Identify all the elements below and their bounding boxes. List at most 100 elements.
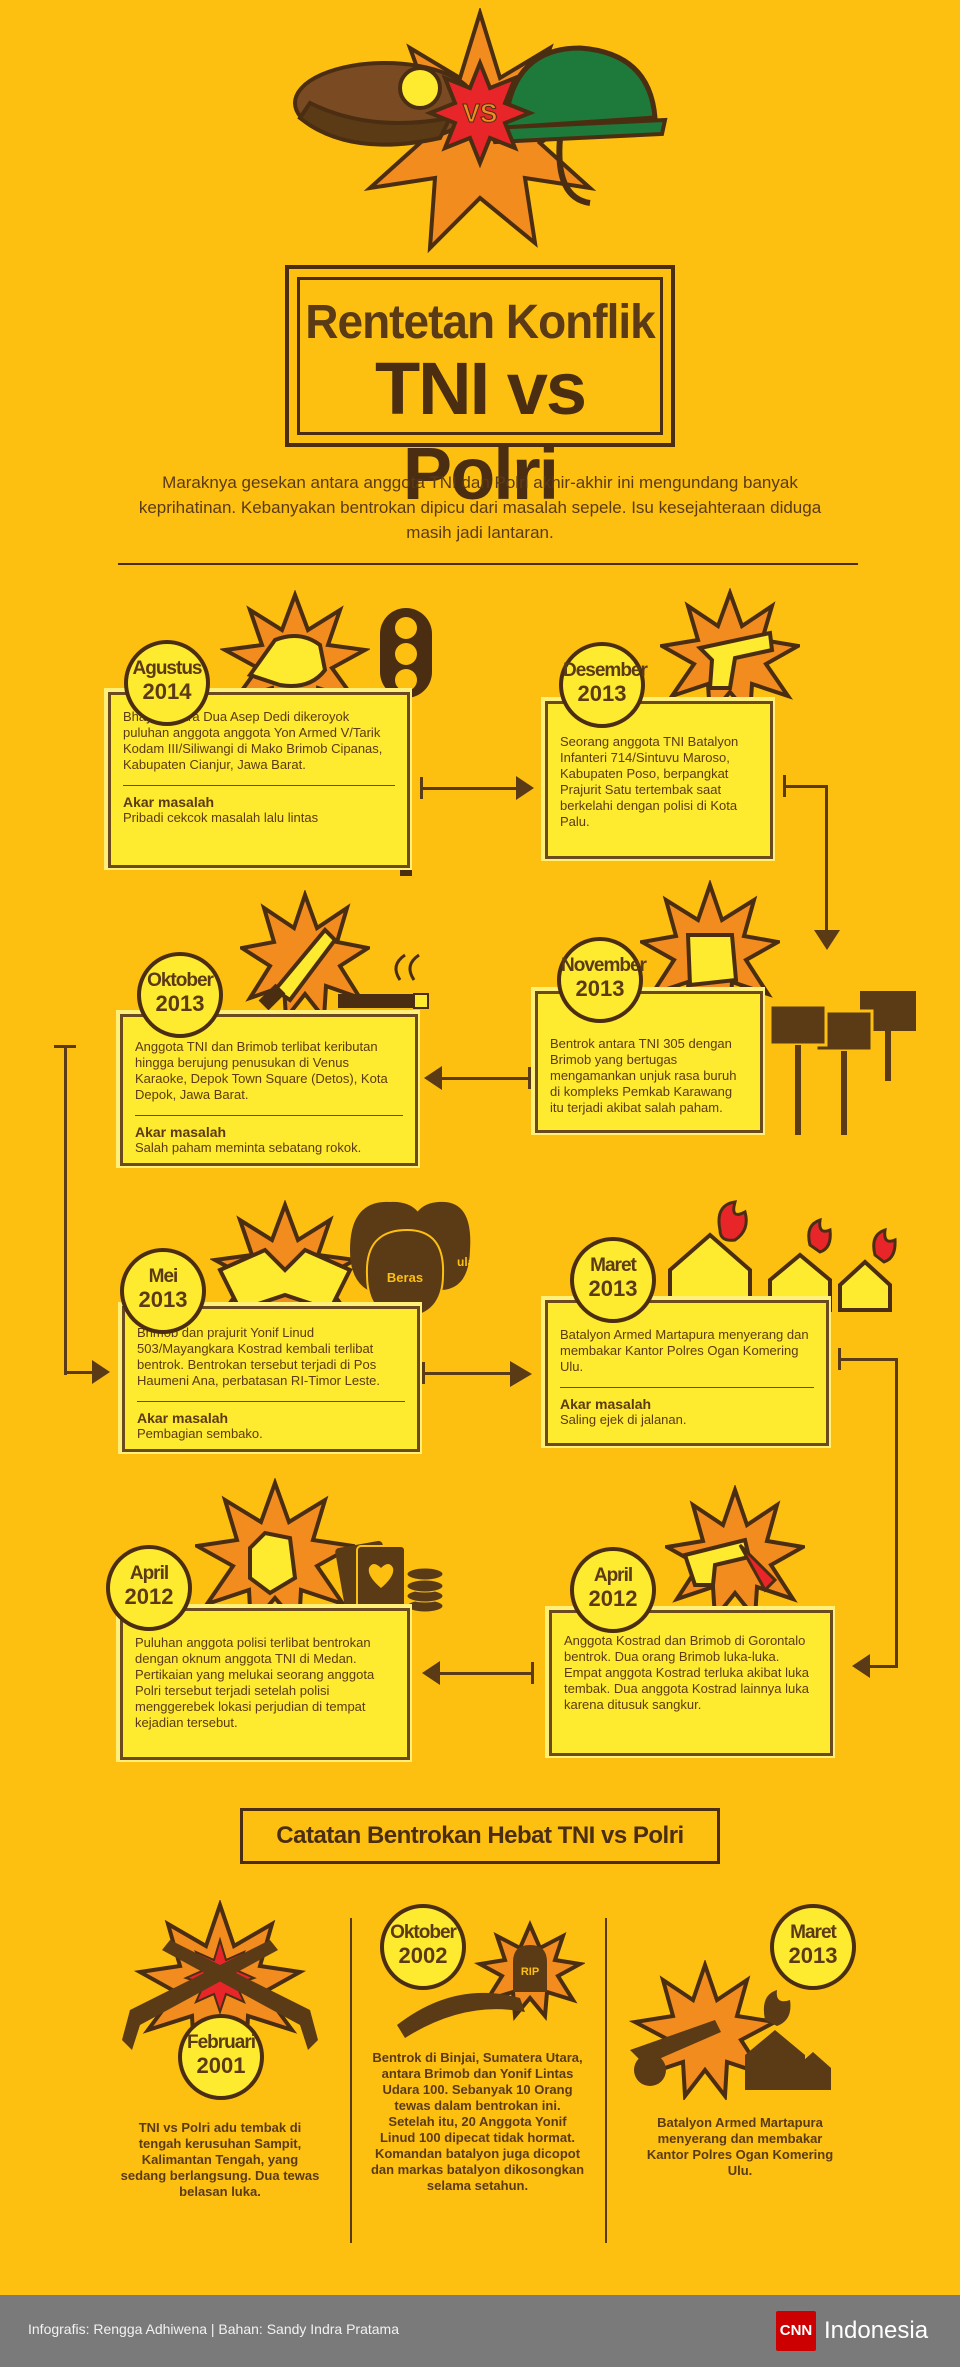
army-helmet-icon xyxy=(487,45,668,206)
column-divider xyxy=(350,1918,352,2243)
intro-text: Maraknya gesekan antara anggota TNI dan … xyxy=(138,473,822,542)
title-line-1: Rentetan Konflik xyxy=(305,293,655,349)
date-badge: Oktober 2013 xyxy=(137,952,223,1038)
notable-heading: Catatan Bentrokan Hebat TNI vs Polri xyxy=(276,1822,684,1849)
date-badge: November 2013 xyxy=(557,937,647,1023)
sack-label-2: ula xyxy=(457,1255,475,1269)
event-text: Anggota TNI dan Brimob terlibat keributa… xyxy=(135,1039,388,1102)
cause-label: Akar masalah xyxy=(123,794,215,810)
notable-heading-box: Catatan Bentrokan Hebat TNI vs Polri xyxy=(240,1808,720,1864)
cause-label: Akar masalah xyxy=(137,1410,229,1426)
badge-month: Desember xyxy=(563,660,648,681)
rice-sacks-icon: ula Beras xyxy=(350,1201,475,1320)
event-card-november-2013: Bentrok antara TNI 305 dengan Brimob yan… xyxy=(535,991,763,1133)
card-divider xyxy=(137,1401,405,1402)
event-card-desember-2013: Seorang anggota TNI Batalyon Infanteri 7… xyxy=(545,701,773,859)
badge-year: 2013 xyxy=(155,991,205,1016)
vs-label: VS xyxy=(463,98,498,128)
footer-credit: Infografis: Rengga Adhiwena | Bahan: San… xyxy=(28,2321,399,2337)
event-text: Puluhan anggota polisi terlibat bentroka… xyxy=(135,1635,375,1730)
protest-signs-icon xyxy=(768,991,916,1135)
badge-month: Maret xyxy=(790,1922,837,1943)
event-text: Seorang anggota TNI Batalyon Infanteri 7… xyxy=(560,734,739,829)
date-badge: April 2012 xyxy=(570,1547,656,1633)
badge-month: Mei xyxy=(148,1266,179,1287)
badge-year: 2013 xyxy=(788,1943,838,1968)
cnn-logo[interactable]: CNN xyxy=(776,2311,816,2351)
badge-year: 2013 xyxy=(588,1276,638,1301)
title-box: Rentetan Konflik TNI vs Polri xyxy=(285,265,675,515)
cause-text: Pembagian sembako. xyxy=(137,1426,263,1441)
vs-burst xyxy=(424,57,536,169)
event-card-maret-2013: Batalyon Armed Martapura menyerang dan m… xyxy=(545,1300,829,1446)
badge-year: 2012 xyxy=(124,1584,174,1609)
card-divider xyxy=(560,1387,814,1388)
arrow-right-icon xyxy=(92,1360,110,1384)
title-line-2: TNI vs Polri xyxy=(374,347,587,515)
badge-month: Oktober xyxy=(147,970,214,991)
badge-year: 2001 xyxy=(196,2053,246,2078)
cause-label: Akar masalah xyxy=(135,1124,227,1140)
brand-name: Indonesia xyxy=(824,2317,929,2344)
badge-year: 2013 xyxy=(138,1287,188,1312)
cause-text: Saling ejek di jalanan. xyxy=(560,1412,687,1427)
pistol-knife-burst-icon xyxy=(665,1485,805,1620)
event-text: Batalyon Armed Martapura menyerang dan m… xyxy=(560,1327,809,1374)
notable-text: Batalyon Armed Martapura menyerang dan m… xyxy=(646,2115,834,2178)
cause-text: Salah paham meminta sebatang rokok. xyxy=(135,1140,362,1155)
date-badge: Desember 2013 xyxy=(559,642,648,728)
arrow-left-icon xyxy=(852,1654,870,1678)
event-card-oktober-2013: Anggota TNI dan Brimob terlibat keributa… xyxy=(120,1014,418,1166)
cannon-burning-house-icon xyxy=(628,1960,831,2100)
knife-burst-icon xyxy=(240,890,370,1020)
event-text: Bentrok antara TNI 305 dengan Brimob yan… xyxy=(550,1036,737,1115)
column-divider xyxy=(605,1918,607,2243)
date-badge: Mei 2013 xyxy=(120,1248,206,1334)
arrow-left-icon xyxy=(424,1066,442,1090)
badge-year: 2014 xyxy=(142,679,192,704)
sack-label: Beras xyxy=(387,1270,423,1285)
badge-year: 2012 xyxy=(588,1586,638,1611)
event-card-april-2012-gorontalo: Anggota Kostrad dan Brimob di Gorontalo … xyxy=(549,1610,833,1756)
card-divider xyxy=(135,1115,403,1116)
tombstone-label: RIP xyxy=(521,1966,539,1978)
badge-year: 2013 xyxy=(577,681,627,706)
machete-tombstone-icon: RIP xyxy=(397,1920,585,2038)
fist-up-burst-icon xyxy=(640,880,780,1020)
date-badge: Maret 2013 xyxy=(770,1904,856,1990)
notable-text: TNI vs Polri adu tembak di tengah kerusu… xyxy=(120,2120,320,2199)
gambling-cards-icon: Rp xyxy=(335,1540,444,1614)
arrow-down-icon xyxy=(814,930,840,950)
hand-burst-icon xyxy=(195,1478,355,1628)
date-badge: Maret 2013 xyxy=(570,1237,656,1323)
badge-month: Maret xyxy=(590,1255,637,1276)
footer: Infografis: Rengga Adhiwena | Bahan: San… xyxy=(0,2295,960,2367)
arrow-right-icon xyxy=(510,1361,532,1387)
date-badge: Agustus 2014 xyxy=(124,640,210,726)
event-card-april-2012-medan: Puluhan anggota polisi terlibat bentroka… xyxy=(120,1608,410,1760)
badge-year: 2002 xyxy=(398,1943,448,1968)
chip-label: Rp xyxy=(418,1543,433,1555)
arrow-left-icon xyxy=(422,1661,440,1685)
badge-month: Agustus xyxy=(132,658,203,679)
card-divider xyxy=(123,785,395,786)
divider xyxy=(118,563,858,565)
police-cap-icon xyxy=(293,61,477,147)
badge-month: November xyxy=(561,955,647,976)
date-badge: Oktober 2002 xyxy=(380,1904,466,1990)
event-text: Anggota Kostrad dan Brimob di Gorontalo … xyxy=(564,1633,809,1712)
cause-text: Pribadi cekcok masalah lalu lintas xyxy=(123,810,319,825)
pistol-burst-icon xyxy=(660,588,800,718)
badge-month: Februari xyxy=(186,2032,256,2053)
date-badge: Februari 2001 xyxy=(178,2014,264,2100)
tni-vs-polri-illustration: VS xyxy=(293,8,668,254)
date-badge: April 2012 xyxy=(106,1545,192,1631)
badge-month: April xyxy=(593,1565,633,1586)
badge-month: April xyxy=(129,1563,169,1584)
cigarette-icon xyxy=(338,953,429,1009)
arrow-right-icon xyxy=(516,776,534,800)
event-text: Brimob dan prajurit Yonif Linud 503/Maya… xyxy=(137,1325,381,1388)
event-text: Bhayangkara Dua Asep Dedi dikeroyok pulu… xyxy=(123,709,383,772)
badge-month: Oktober xyxy=(390,1922,457,1943)
connector-line xyxy=(420,787,520,790)
